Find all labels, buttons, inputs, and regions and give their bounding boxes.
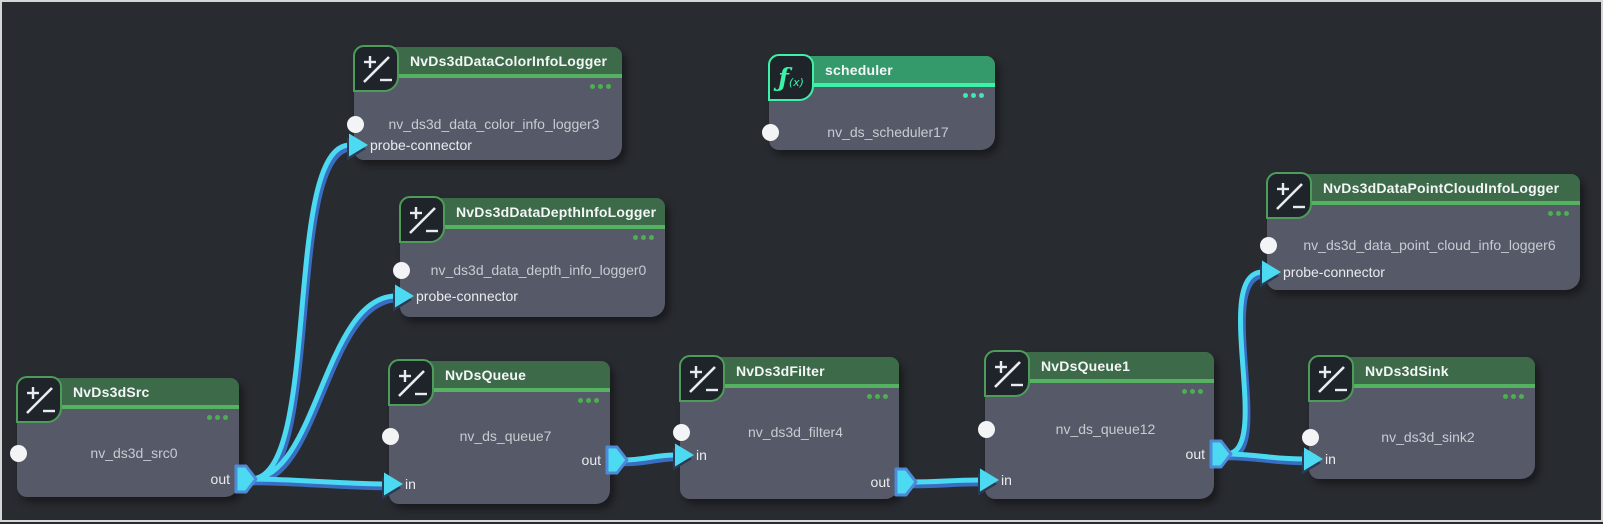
graph-node-queue1[interactable]: NvDsQueue1 nv_ds_queue12 out in: [978, 350, 1214, 499]
port-label-in: in: [1001, 472, 1012, 488]
node-instance-name: nv_ds3d_data_point_cloud_info_logger6: [1303, 237, 1556, 253]
node-title: NvDsQueue1: [1041, 358, 1131, 374]
node-header-underline: [1267, 201, 1580, 205]
node-title: scheduler: [825, 62, 893, 78]
node-title: NvDs3dDataPointCloudInfoLogger: [1323, 180, 1560, 196]
node-header-underline: [389, 388, 610, 392]
input-port-circle[interactable]: [1302, 429, 1319, 446]
edge-connection[interactable]: [1223, 260, 1281, 461]
node-instance-name: nv_ds3d_data_color_info_logger3: [388, 116, 600, 132]
graph-node-scheduler[interactable]: scheduler ƒ(x) nv_ds_scheduler17: [762, 54, 995, 150]
port-label-out: out: [210, 471, 230, 487]
node-title: NvDs3dSrc: [73, 384, 150, 400]
node-type-badge: [679, 355, 725, 402]
node-menu-dots-icon[interactable]: [1182, 389, 1203, 394]
node-menu-dots-icon[interactable]: [1503, 394, 1524, 399]
node-type-badge: [984, 350, 1030, 397]
port-label-probe-connector: probe-connector: [416, 288, 518, 304]
node-instance-name: nv_ds_scheduler17: [827, 124, 949, 140]
plus-minus-icon: [26, 386, 55, 414]
port-label-in: in: [696, 447, 707, 463]
node-menu-dots-icon[interactable]: [207, 415, 228, 420]
node-type-badge: [399, 196, 445, 243]
output-port-pentagon[interactable]: [605, 445, 629, 475]
node-menu-dots-icon[interactable]: [1548, 211, 1569, 216]
node-menu-dots-icon[interactable]: [578, 398, 599, 403]
graph-node-src[interactable]: NvDs3dSrc nv_ds3d_src0 out: [10, 376, 239, 497]
graph-node-filter[interactable]: NvDs3dFilter nv_ds3d_filter4 in out: [673, 355, 899, 499]
node-type-badge: [1308, 355, 1354, 402]
port-label-in: in: [1325, 451, 1336, 467]
node-menu-dots-icon[interactable]: [590, 84, 611, 89]
graph-node-sink[interactable]: NvDs3dSink nv_ds3d_sink2 in: [1302, 355, 1535, 479]
function-fx-icon: ƒ(x): [778, 63, 804, 92]
plus-minus-icon: [689, 365, 718, 393]
node-title: NvDs3dDataColorInfoLogger: [410, 53, 608, 69]
output-port-pentagon[interactable]: [894, 467, 918, 497]
node-header-underline: [354, 74, 622, 78]
port-label-probe-connector: probe-connector: [1283, 264, 1385, 280]
node-header-underline: [985, 379, 1214, 383]
node-header-underline: [1309, 384, 1535, 388]
node-header-underline: [17, 405, 239, 409]
node-instance-name: nv_ds3d_data_depth_info_logger0: [430, 262, 647, 278]
edge-connection[interactable]: [248, 133, 368, 486]
node-title: NvDs3dSink: [1365, 363, 1449, 379]
node-type-badge: [1266, 172, 1312, 219]
node-title: NvDsQueue: [445, 367, 527, 383]
port-label-out: out: [870, 474, 890, 490]
input-port-circle[interactable]: [393, 262, 410, 279]
input-port-circle[interactable]: [10, 445, 27, 462]
input-port-circle[interactable]: [1260, 237, 1277, 254]
plus-minus-icon: [363, 55, 392, 83]
graph-node-queue[interactable]: NvDsQueue nv_ds_queue7 out in: [382, 359, 610, 504]
node-type-badge: ƒ(x): [768, 54, 814, 101]
plus-minus-icon: [409, 206, 438, 234]
node-header-underline: [680, 384, 899, 388]
graph-node-pointcloud_logger[interactable]: NvDs3dDataPointCloudInfoLogger nv_ds3d_d…: [1260, 172, 1580, 290]
node-menu-dots-icon[interactable]: [867, 394, 888, 399]
plus-minus-icon: [994, 360, 1023, 388]
node-menu-dots-icon[interactable]: [963, 93, 984, 98]
port-label-in: in: [405, 476, 416, 492]
node-type-badge: [388, 359, 434, 406]
node-title: NvDs3dFilter: [736, 363, 825, 379]
plus-minus-icon: [1276, 182, 1305, 210]
node-instance-name: nv_ds_queue12: [1055, 421, 1156, 437]
output-port-pentagon[interactable]: [1209, 439, 1233, 469]
node-type-badge: [16, 376, 62, 423]
input-port-circle[interactable]: [347, 116, 364, 133]
node-instance-name: nv_ds_queue7: [459, 428, 552, 444]
node-title: NvDs3dDataDepthInfoLogger: [456, 204, 657, 220]
output-port-pentagon[interactable]: [234, 464, 258, 494]
plus-minus-icon: [1318, 365, 1347, 393]
node-menu-dots-icon[interactable]: [633, 235, 654, 240]
plus-minus-icon: [398, 369, 427, 397]
node-instance-name: nv_ds3d_filter4: [748, 424, 843, 440]
node-header-underline: [769, 83, 995, 87]
node-header-underline: [400, 225, 665, 229]
port-label-out: out: [581, 452, 601, 468]
input-port-circle[interactable]: [978, 421, 995, 438]
port-label-out: out: [1185, 446, 1205, 462]
input-port-circle[interactable]: [382, 428, 399, 445]
node-instance-name: nv_ds3d_sink2: [1381, 429, 1475, 445]
edge-connection[interactable]: [248, 472, 403, 500]
graph-node-color_logger[interactable]: NvDs3dDataColorInfoLogger nv_ds3d_data_c…: [347, 45, 622, 160]
input-port-circle[interactable]: [673, 424, 690, 441]
input-port-circle[interactable]: [762, 124, 779, 141]
node-instance-name: nv_ds3d_src0: [90, 445, 178, 461]
node-header[interactable]: NvDs3dDataPointCloudInfoLogger: [1267, 174, 1580, 201]
graph-node-depth_logger[interactable]: NvDs3dDataDepthInfoLogger nv_ds3d_data_d…: [393, 196, 665, 317]
node-type-badge: [353, 45, 399, 92]
port-label-probe-connector: probe-connector: [370, 137, 472, 153]
